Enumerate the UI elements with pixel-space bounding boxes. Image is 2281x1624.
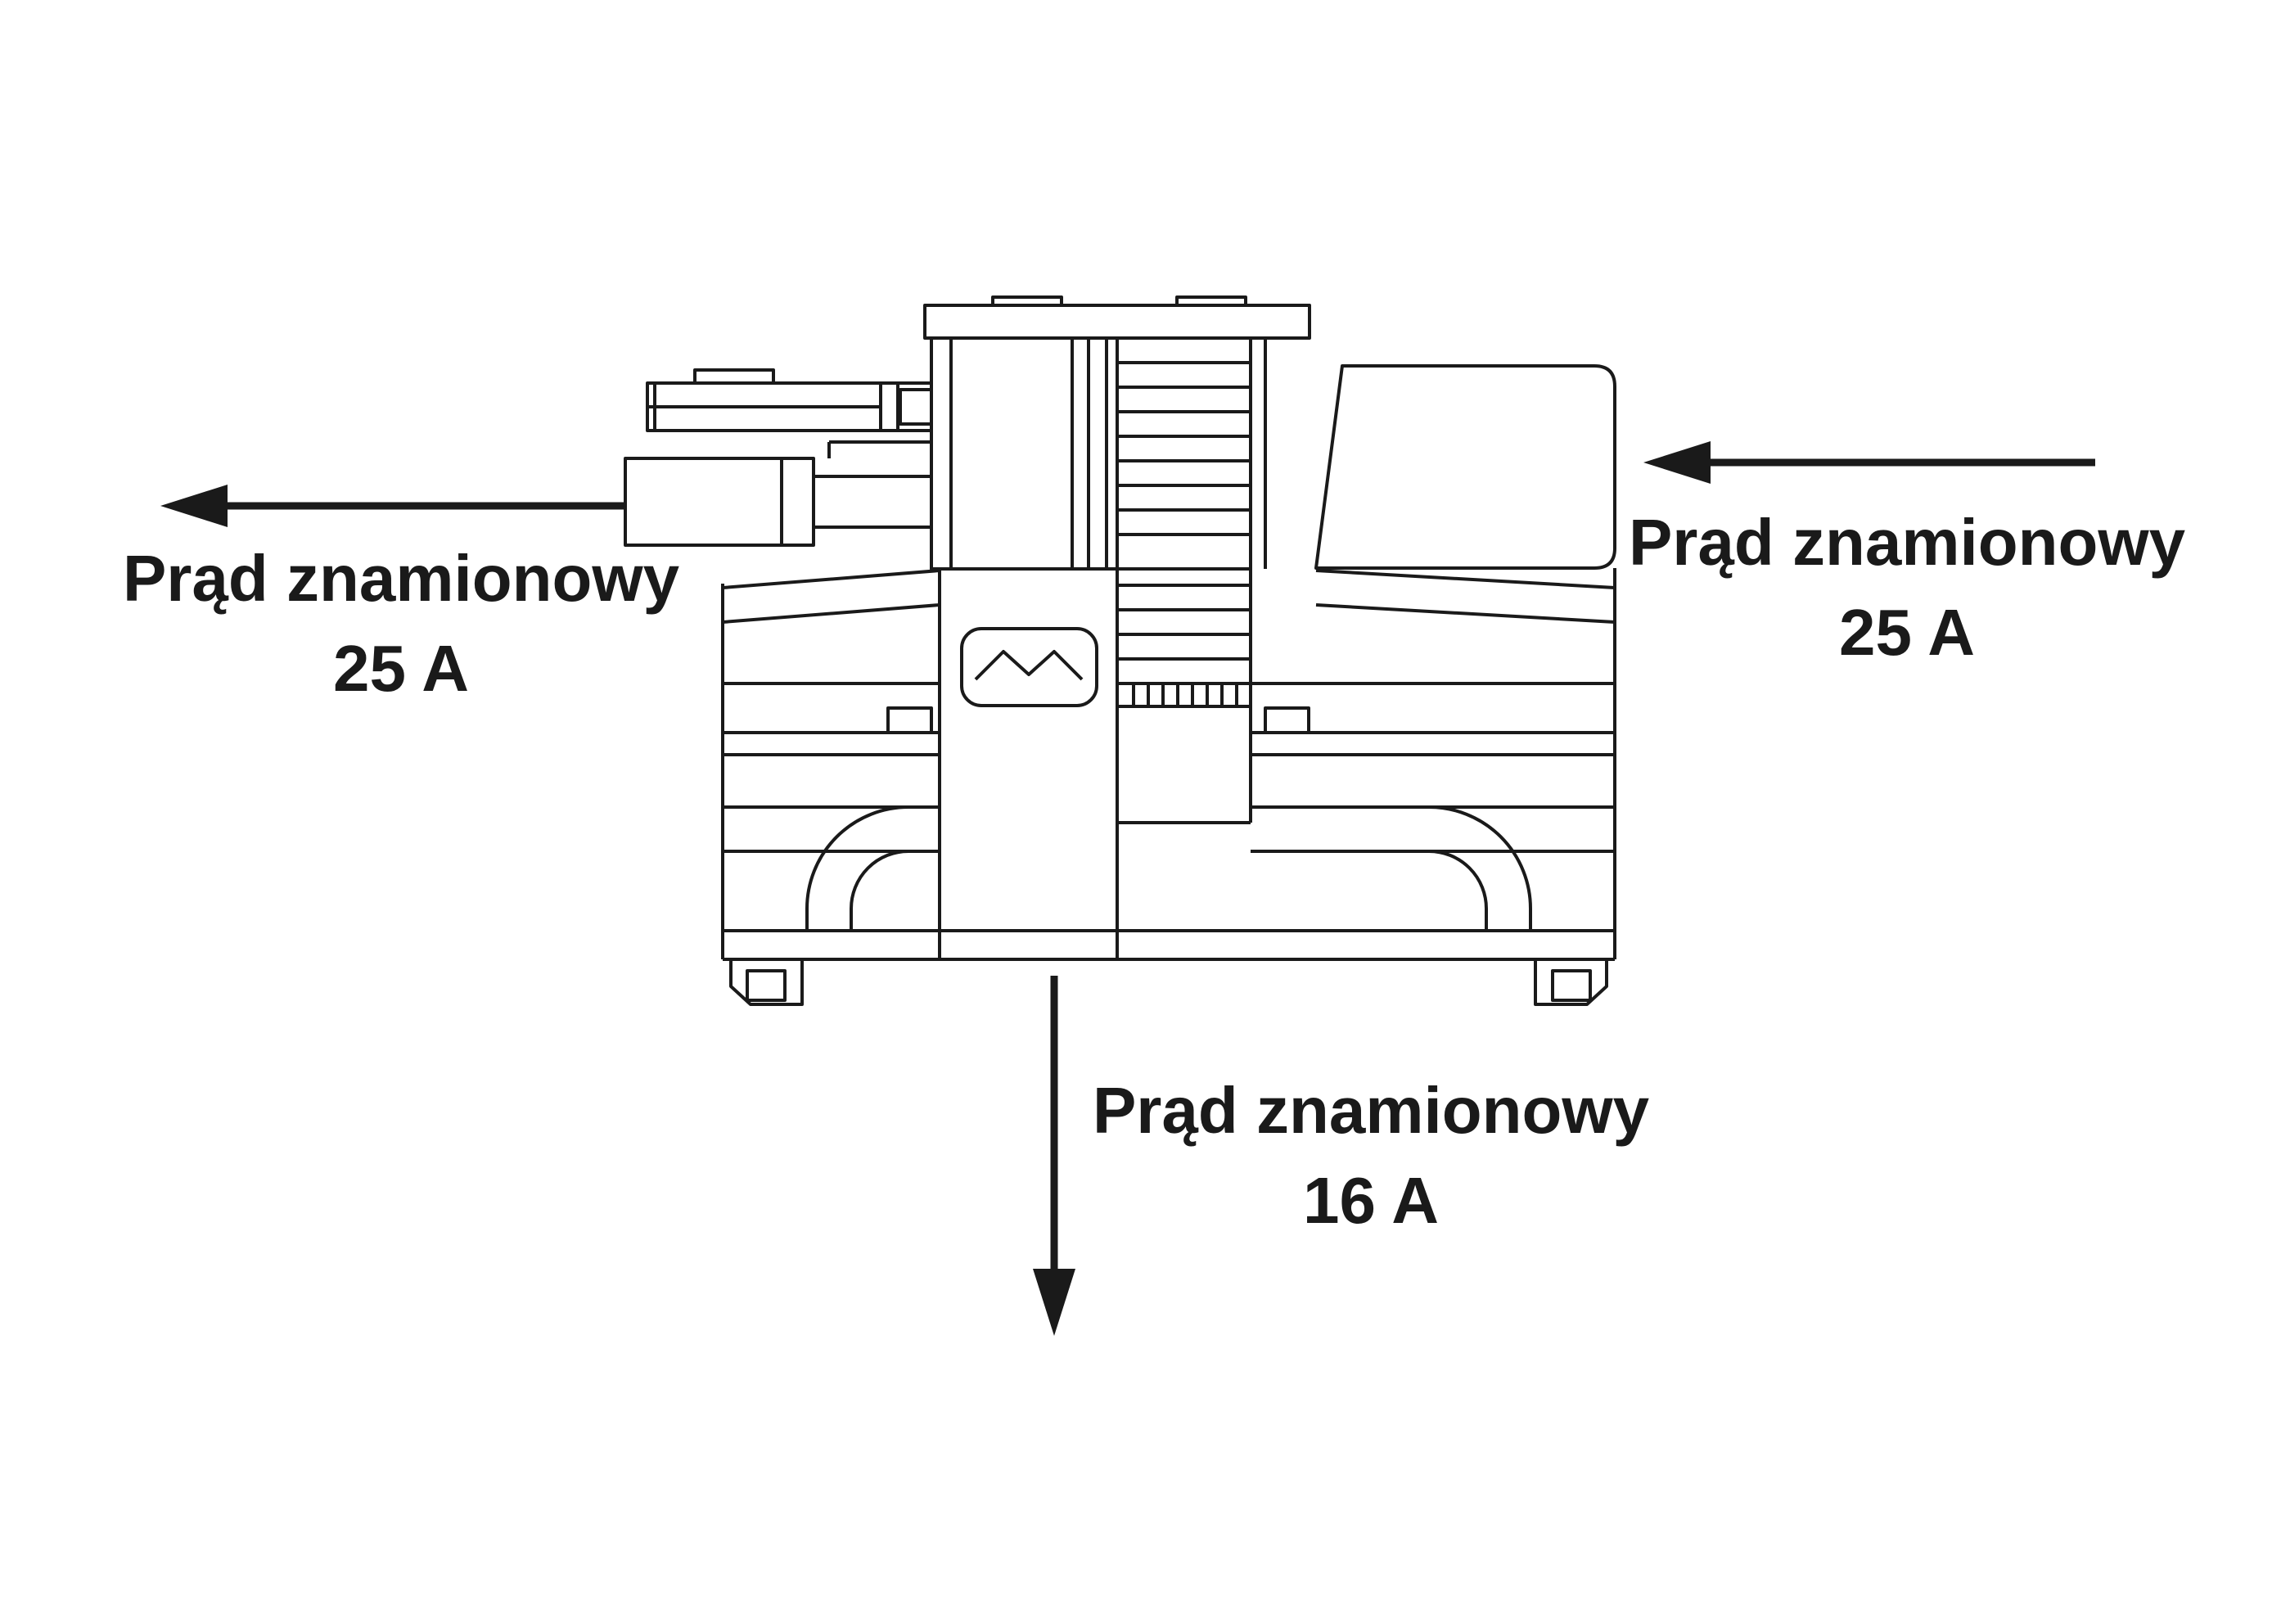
bottom-current-title: Prąd znamionowy <box>1092 1074 1650 1147</box>
left-arrow-icon <box>160 485 625 527</box>
mid-band <box>721 568 1616 931</box>
center-column <box>938 567 1119 959</box>
mounting-feet <box>729 958 1608 1006</box>
lower-body <box>723 706 1615 931</box>
left-plug <box>624 368 933 547</box>
top-cap <box>923 295 1311 340</box>
right-current-label: Prąd znamionowy 25 A <box>1596 498 2218 679</box>
right-current-title: Prąd znamionowy <box>1628 506 2186 579</box>
right-current-value: 25 A <box>1838 596 1975 670</box>
left-current-title: Prąd znamionowy <box>122 542 680 615</box>
ribbed-column <box>1116 336 1252 824</box>
device-drawing <box>624 295 1616 1006</box>
left-current-label: Prąd znamionowy 25 A <box>115 534 687 715</box>
right-arrow-icon <box>1643 441 2095 484</box>
left-current-value: 25 A <box>332 632 469 706</box>
bottom-current-label: Prąd znamionowy 16 A <box>1080 1066 1661 1247</box>
right-block <box>1314 364 1616 570</box>
bottom-rail <box>721 929 1616 961</box>
bottom-current-value: 16 A <box>1302 1164 1439 1238</box>
down-arrow-icon <box>1033 976 1075 1336</box>
